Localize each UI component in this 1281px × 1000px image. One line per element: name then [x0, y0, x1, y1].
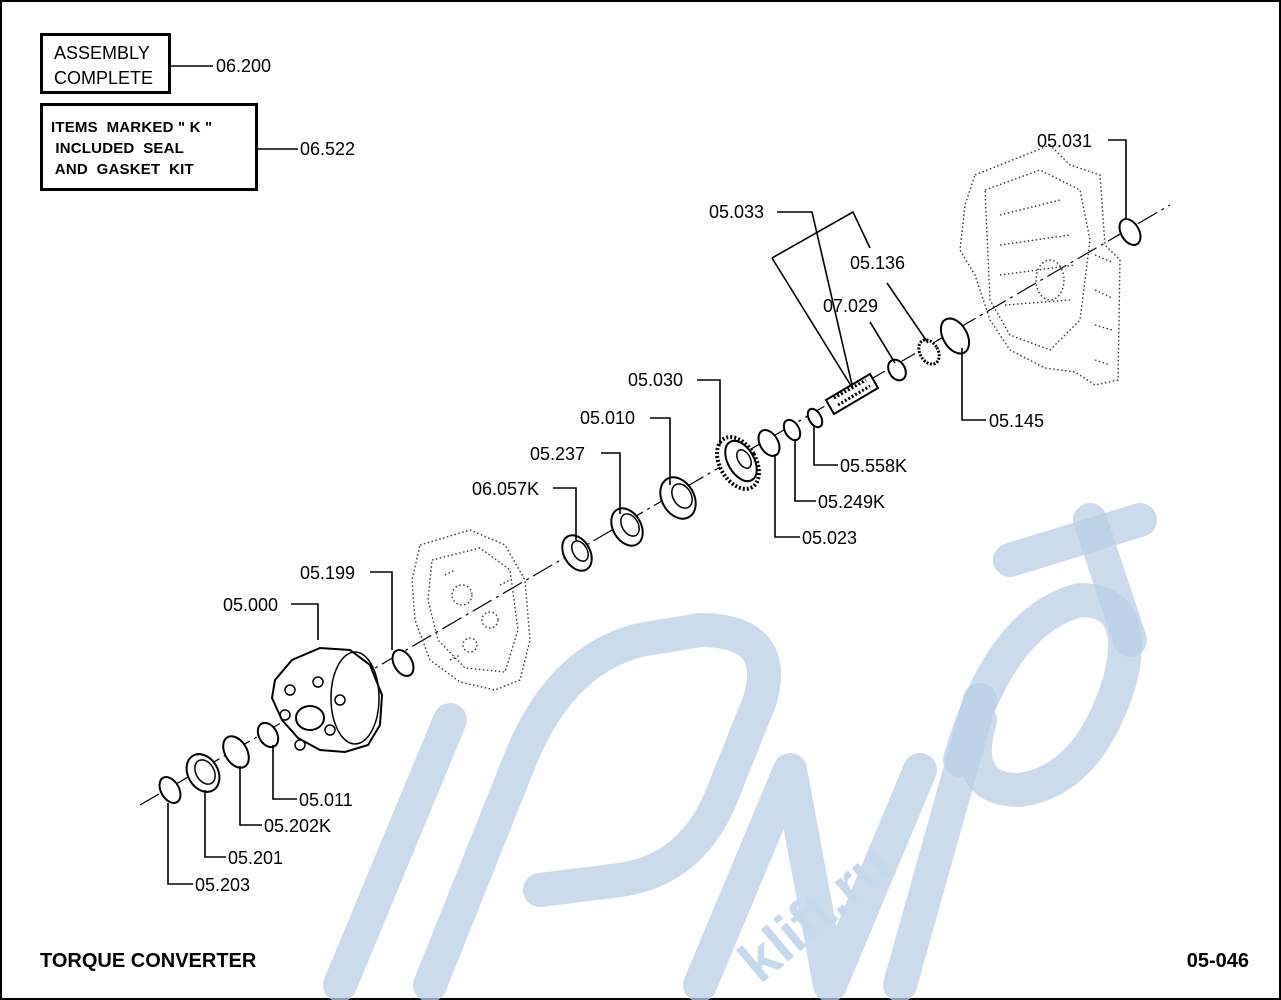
- gear-05-030: [715, 435, 761, 491]
- ring-05-199: [391, 649, 415, 677]
- part-label: 05.000: [223, 595, 278, 615]
- diagram-title: TORQUE CONVERTER: [40, 950, 257, 972]
- sleeve-07-029: [887, 358, 907, 382]
- assembly-line-2: COMPLETE: [54, 68, 154, 88]
- ring-05-031: [1118, 218, 1142, 246]
- part-labels: 05.031 05.033 05.136 07.029 05.145 05.03…: [195, 56, 1092, 895]
- ring-05-202K: [222, 735, 250, 769]
- page-code: 05-046: [1186, 950, 1249, 972]
- part-label: 05.203: [195, 875, 250, 895]
- housing-right: [959, 144, 1121, 386]
- part-label: 05.033: [709, 202, 764, 222]
- ring-05-011: [256, 721, 280, 749]
- part-label: 05.011: [299, 790, 353, 810]
- watermark-logo: klift.ru: [323, 503, 1157, 1000]
- part-label: 07.029: [823, 296, 878, 316]
- kit-line-2: INCLUDED SEAL: [51, 140, 185, 157]
- assembly-ref: 06.200: [216, 56, 271, 76]
- part-label: 05.199: [300, 563, 355, 583]
- torque-converter-body: [270, 646, 384, 754]
- assembly-complete-box: ASSEMBLY COMPLETE: [40, 33, 171, 94]
- shaft-05-033: [824, 372, 880, 416]
- seal-06-057K: [561, 534, 593, 572]
- kit-line-1: ITEMS MARKED " K ": [51, 119, 213, 136]
- center-axis: [139, 204, 1171, 806]
- seal-05-201: [185, 753, 221, 793]
- assembly-line-1: ASSEMBLY: [54, 43, 150, 63]
- kit-ref: 06.522: [300, 139, 355, 159]
- part-label: 05.249K: [818, 492, 885, 512]
- part-label: 05.201: [228, 848, 283, 868]
- bearing-05-136: [917, 338, 941, 366]
- ring-05-237: [610, 507, 644, 547]
- part-label: 05.031: [1037, 131, 1092, 151]
- part-label: 05.237: [530, 444, 585, 464]
- ring-05-249K: [782, 418, 802, 442]
- ring-05-558K: [806, 407, 824, 429]
- housing-middle: [411, 529, 531, 691]
- ring-05-203: [158, 776, 182, 804]
- part-label: 05.558K: [840, 456, 907, 476]
- part-label: 05.145: [989, 411, 1044, 431]
- part-label: 05.136: [850, 253, 905, 273]
- ring-05-145: [939, 317, 971, 355]
- leader-lines: [167, 65, 1127, 885]
- part-label: 05.030: [628, 370, 683, 390]
- part-label: 06.057K: [472, 479, 539, 499]
- seal-kit-note-box: ITEMS MARKED " K " INCLUDED SEAL AND GAS…: [40, 103, 258, 191]
- part-label: 05.023: [802, 528, 857, 548]
- part-label: 05.010: [580, 408, 635, 428]
- kit-line-3: AND GASKET KIT: [51, 161, 194, 178]
- bearing-05-010: [659, 476, 697, 520]
- part-label: 05.202K: [264, 816, 331, 836]
- ring-05-023: [757, 429, 781, 457]
